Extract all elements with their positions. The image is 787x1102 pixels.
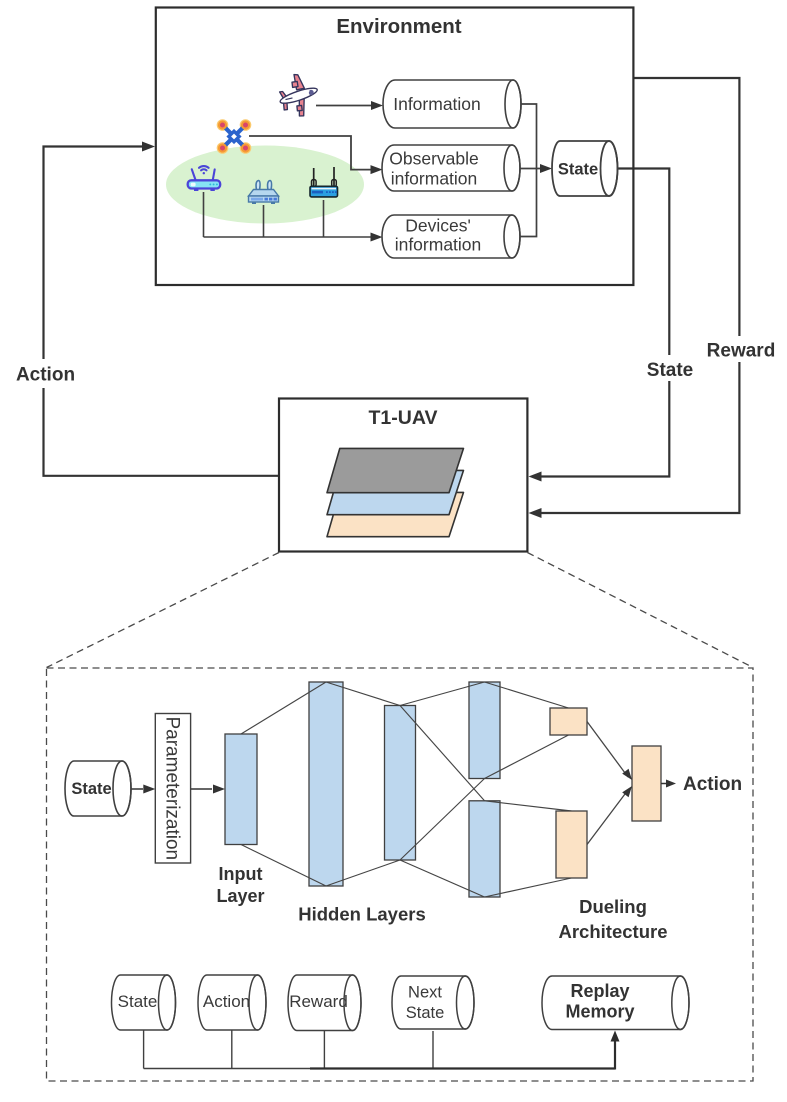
svg-text:information: information [391, 169, 478, 189]
svg-text:Input: Input [219, 864, 263, 884]
svg-text:Hidden Layers: Hidden Layers [298, 904, 426, 925]
svg-text:Reward: Reward [707, 341, 776, 362]
svg-text:State: State [406, 1004, 445, 1022]
svg-text:T1-UAV: T1-UAV [369, 407, 438, 429]
svg-text:Action: Action [203, 992, 250, 1011]
svg-text:Information: Information [393, 94, 481, 114]
svg-text:Devices': Devices' [405, 216, 471, 236]
svg-text:information: information [395, 235, 482, 255]
svg-text:Architecture: Architecture [559, 921, 668, 942]
svg-text:Next: Next [408, 984, 442, 1002]
svg-text:Dueling: Dueling [579, 896, 647, 917]
svg-text:Environment: Environment [336, 15, 461, 38]
svg-text:Layer: Layer [216, 886, 264, 906]
svg-text:State: State [558, 161, 598, 179]
svg-text:Parameterization: Parameterization [162, 716, 183, 860]
svg-text:State: State [118, 992, 158, 1011]
svg-text:Observable: Observable [389, 149, 479, 169]
svg-text:Memory: Memory [565, 1002, 634, 1022]
svg-text:Replay: Replay [570, 981, 629, 1001]
svg-text:Action: Action [16, 365, 75, 386]
svg-text:State: State [647, 360, 693, 381]
svg-text:State: State [71, 780, 111, 798]
svg-text:Reward: Reward [289, 992, 348, 1011]
svg-text:Action: Action [683, 774, 742, 795]
